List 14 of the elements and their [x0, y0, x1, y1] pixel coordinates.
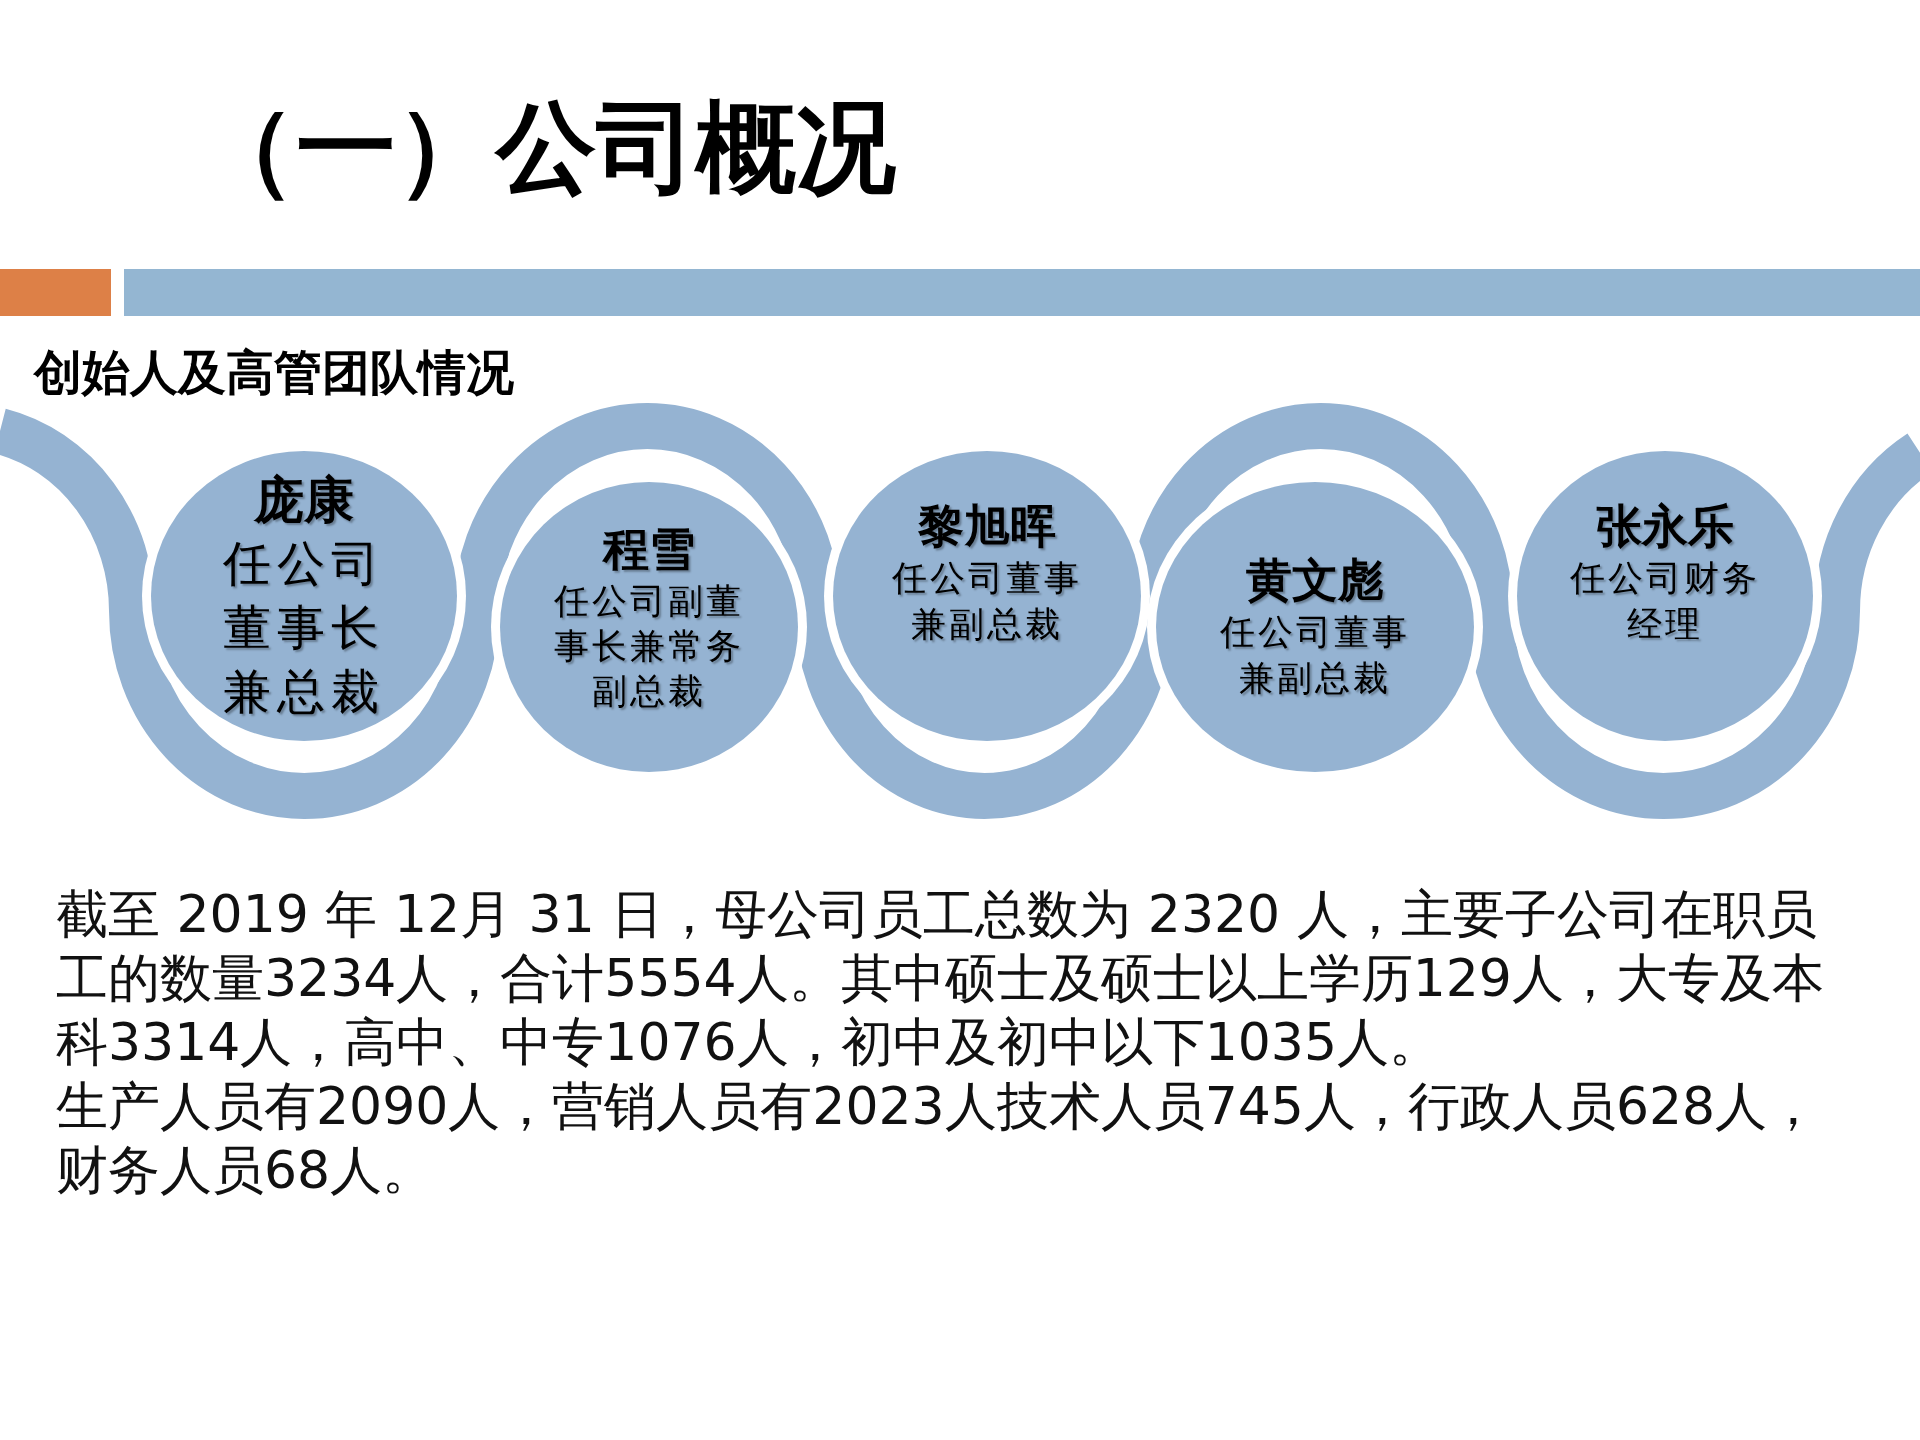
person-name: 黎旭晖 [918, 500, 1056, 554]
section-heading: 创始人及高管团队情况 [34, 343, 514, 402]
job-title: 任公司董事兼副总裁 [891, 558, 1083, 646]
body-paragraph: 生产人员有2090人，营销人员有2023人技术人员745人，行政人员628人，财务人员68人。 [56, 1075, 1821, 1202]
person-name: 庞康 [254, 470, 354, 530]
job-title: 任公司副董事长兼常务副总裁 [553, 580, 745, 713]
job-title: 任公司董事长兼总裁 [222, 535, 386, 720]
person-name: 黄文彪 [1246, 554, 1384, 608]
person-name: 程雪 [603, 522, 695, 577]
job-title: 任公司董事兼副总裁 [1219, 612, 1411, 700]
person-name: 张永乐 [1596, 500, 1734, 554]
page-title: （一）公司概况 [196, 88, 896, 208]
body-paragraph: 截至 2019 年 12月 31 日，母公司员工总数为 2320 人，主要子公司在职员工的数量3234人，合计5554人。其中硕士及硕士以上学历129人，大专及本科3314人，高中、中专1076人，初中及初中以下1035人。 [56, 883, 1825, 1074]
job-title: 任公司财务经理 [1569, 558, 1761, 646]
